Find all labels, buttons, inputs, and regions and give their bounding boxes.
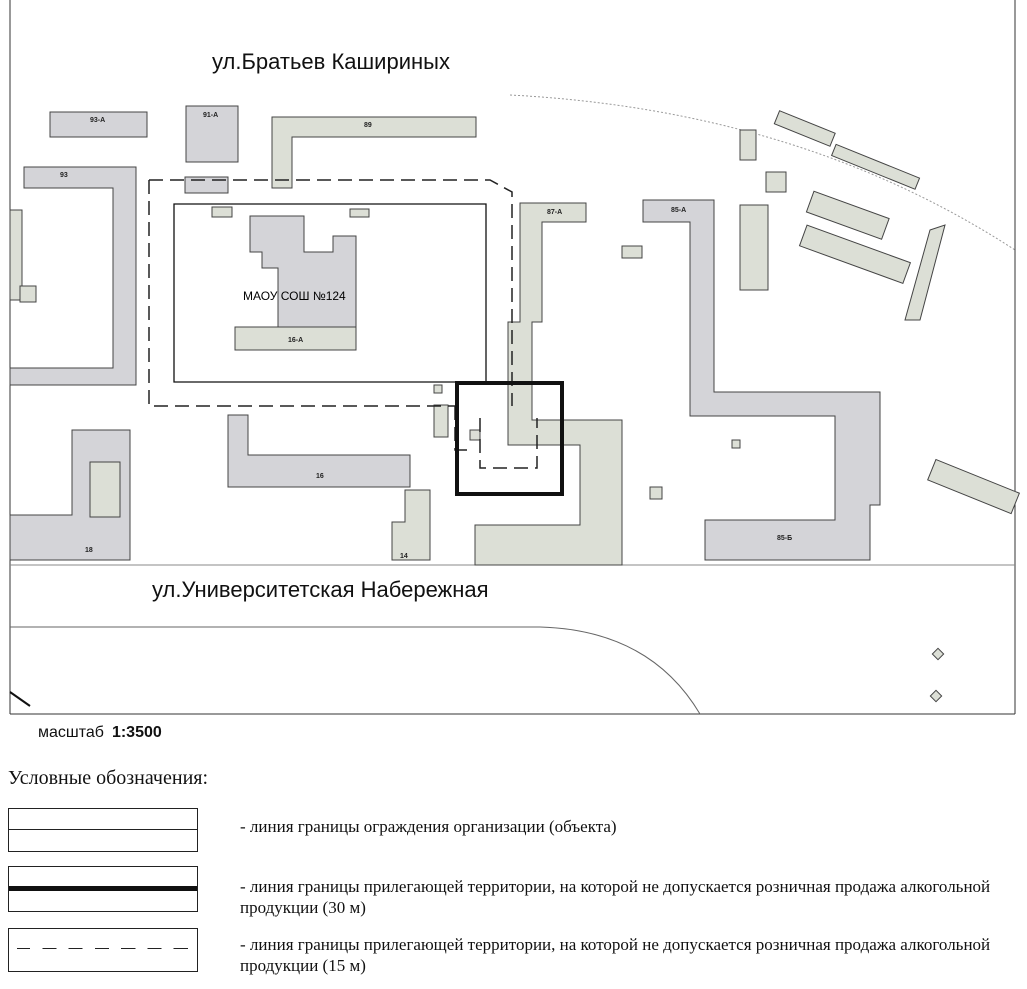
building-label: 89 <box>364 122 372 129</box>
legend-text-fence: - линия границы ограждения организации (… <box>240 817 617 836</box>
building-label: 87-А <box>547 209 562 216</box>
scale-label: масштаб <box>38 724 104 741</box>
building-label: 18 <box>85 547 93 554</box>
map-scale: масштаб 1:3500 <box>38 724 162 742</box>
legend-swatch-15m <box>8 928 198 972</box>
building-label: 16-А <box>288 337 303 344</box>
building-labels: 93-А 91-А 89 93 16-А 87-А 85-А 85-Б 16 1… <box>60 112 792 560</box>
street-north-label: ул.Братьев Кашириных <box>212 49 450 74</box>
legend-text-30m: - линия границы прилегающей территории, … <box>240 877 991 917</box>
legend-swatch-30m <box>8 866 198 912</box>
legend-title: Условные обозначения: <box>8 767 209 789</box>
building-label: 93 <box>60 172 68 179</box>
building-label: 85-А <box>671 207 686 214</box>
street-south-label: ул.Университетская Набережная <box>152 577 489 602</box>
scale-value: 1:3500 <box>111 724 162 741</box>
building-label: 93-А <box>90 117 105 124</box>
building-label: 91-А <box>203 112 218 119</box>
boundary-30m-thick <box>455 381 564 496</box>
legend-swatch-fence <box>8 808 198 852</box>
buildings <box>9 105 1021 703</box>
map-frame <box>9 0 1016 715</box>
building-label: 14 <box>400 553 408 560</box>
school-label: МАОУ СОШ №124 <box>243 289 346 303</box>
site-map: 93-А 91-А 89 93 16-А 87-А 85-А 85-Б 16 1… <box>9 0 1021 715</box>
building-label: 85-Б <box>777 535 792 542</box>
building-label: 16 <box>316 473 324 480</box>
legend-text-15m: - линия границы прилегающей территории, … <box>240 935 991 975</box>
